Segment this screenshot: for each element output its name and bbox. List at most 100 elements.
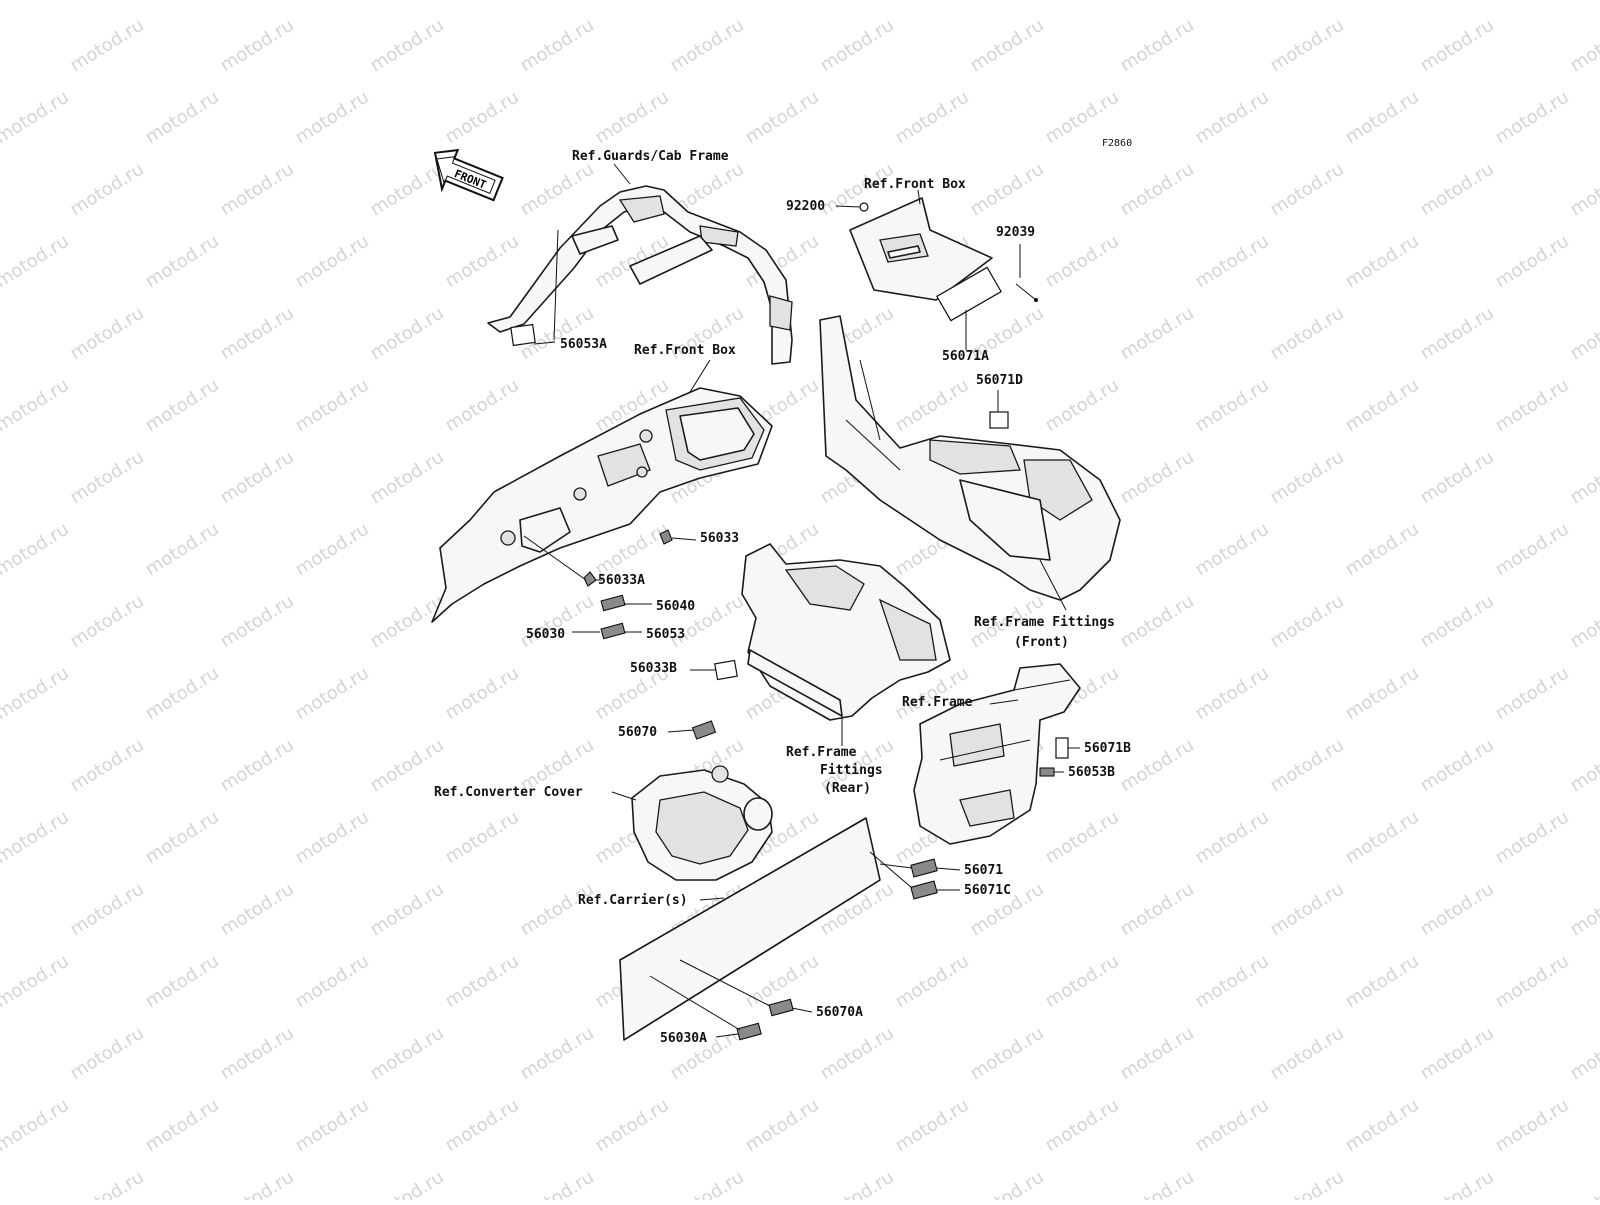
watermark-text: motod.ru xyxy=(142,231,223,293)
watermark-text: motod.ru xyxy=(1117,15,1198,77)
frame-fittings-front-drawing xyxy=(819,315,1121,601)
watermark-text: motod.ru xyxy=(1567,591,1600,653)
decal-56071A xyxy=(936,266,1002,322)
watermark-text: motod.ru xyxy=(1417,1167,1498,1200)
ref-frame-fittings-rear-2: Fittings xyxy=(820,763,883,778)
watermark-text: motod.ru xyxy=(592,1095,673,1157)
watermark-text: motod.ru xyxy=(1042,807,1123,869)
watermark-text: motod.ru xyxy=(292,951,373,1013)
watermark-text: motod.ru xyxy=(442,375,523,437)
watermark-text: motod.ru xyxy=(742,87,823,149)
watermark-text: motod.ru xyxy=(667,15,748,77)
watermark-text: motod.ru xyxy=(1342,951,1423,1013)
watermark-text: motod.ru xyxy=(1342,87,1423,149)
watermark-text: motod.ru xyxy=(1342,0,1423,4)
watermark-text: motod.ru xyxy=(1192,519,1273,581)
watermark-text: motod.ru xyxy=(1192,375,1273,437)
watermark-text: motod.ru xyxy=(667,1167,748,1200)
decal-56071B xyxy=(1055,737,1069,759)
watermark-text: motod.ru xyxy=(1342,1095,1423,1157)
watermark-text: motod.ru xyxy=(367,447,448,509)
watermark-text: motod.ru xyxy=(1192,231,1273,293)
watermark-text: motod.ru xyxy=(0,87,73,149)
watermark-text: motod.ru xyxy=(1342,807,1423,869)
watermark-text: motod.ru xyxy=(292,0,373,4)
decal-56040 xyxy=(600,594,626,612)
watermark-text: motod.ru xyxy=(367,15,448,77)
watermark-text: motod.ru xyxy=(142,519,223,581)
part-56030: 56030 xyxy=(526,627,565,642)
watermark-text: motod.ru xyxy=(592,87,673,149)
watermark-text: motod.ru xyxy=(217,15,298,77)
watermark-text: motod.ru xyxy=(892,0,973,4)
watermark-text: motod.ru xyxy=(217,1023,298,1085)
watermark-text: motod.ru xyxy=(1492,231,1573,293)
watermark-text: motod.ru xyxy=(142,0,223,4)
watermark-text: motod.ru xyxy=(67,303,148,365)
watermark-text: motod.ru xyxy=(1192,951,1273,1013)
front-panel-drawing xyxy=(431,387,773,623)
watermark-text: motod.ru xyxy=(442,663,523,725)
ref-frame-fittings-front-2: (Front) xyxy=(1014,635,1069,650)
watermark-text: motod.ru xyxy=(817,15,898,77)
decal-56070 xyxy=(691,720,717,740)
watermark-text: motod.ru xyxy=(142,951,223,1013)
watermark-text: motod.ru xyxy=(217,879,298,941)
watermark-text: motod.ru xyxy=(1417,591,1498,653)
watermark-text: motod.ru xyxy=(1267,303,1348,365)
watermark-text: motod.ru xyxy=(892,375,973,437)
watermark-text: motod.ru xyxy=(1567,735,1600,797)
watermark-text: motod.ru xyxy=(1267,1167,1348,1200)
watermark-text: motod.ru xyxy=(67,15,148,77)
watermark-text: motod.ru xyxy=(1192,0,1273,4)
watermark-text: motod.ru xyxy=(1042,951,1123,1013)
ref-guards-cab-frame: Ref.Guards/Cab Frame xyxy=(572,149,729,164)
watermark-text: motod.ru xyxy=(367,159,448,221)
watermark-text: motod.ru xyxy=(67,735,148,797)
watermark-text: motod.ru xyxy=(1192,663,1273,725)
ref-frame-fittings-rear-1: Ref.Frame xyxy=(786,745,857,760)
watermark-text: motod.ru xyxy=(742,0,823,4)
watermark-text: motod.ru xyxy=(0,807,73,869)
clip-56033 xyxy=(659,529,673,545)
watermark-text: motod.ru xyxy=(967,1023,1048,1085)
decal-56053 xyxy=(600,622,626,640)
watermark-text: motod.ru xyxy=(1267,159,1348,221)
watermark-text: motod.ru xyxy=(1567,447,1600,509)
cab-frame-drawing xyxy=(487,185,793,365)
decal-56071C xyxy=(910,880,938,900)
watermark-text: motod.ru xyxy=(0,231,73,293)
watermark-text: motod.ru xyxy=(1042,231,1123,293)
part-56071A: 56071A xyxy=(942,349,989,364)
watermark-text: motod.ru xyxy=(817,1023,898,1085)
part-92200: 92200 xyxy=(786,199,825,214)
watermark-text: motod.ru xyxy=(1567,1167,1600,1200)
watermark-text: motod.ru xyxy=(67,447,148,509)
watermark-text: motod.ru xyxy=(967,15,1048,77)
watermark-text: motod.ru xyxy=(1567,1023,1600,1085)
diagram-code: F2860 xyxy=(1102,138,1132,149)
watermark-text: motod.ru xyxy=(1492,0,1573,4)
watermark-text: motod.ru xyxy=(967,1167,1048,1200)
part-56030A: 56030A xyxy=(660,1031,707,1046)
watermark-text: motod.ru xyxy=(1492,519,1573,581)
watermark-text: motod.ru xyxy=(1267,735,1348,797)
ref-frame: Ref.Frame xyxy=(902,695,973,710)
part-labels: Ref.Guards/Cab Frame Ref.Front Box 92200… xyxy=(434,149,1131,1046)
watermark-text: motod.ru xyxy=(217,735,298,797)
watermark-text: motod.ru xyxy=(1117,591,1198,653)
watermark-text: motod.ru xyxy=(892,87,973,149)
watermark-text: motod.ru xyxy=(0,0,73,4)
watermark-text: motod.ru xyxy=(517,1023,598,1085)
watermark-text: motod.ru xyxy=(1117,1167,1198,1200)
part-56033A: 56033A xyxy=(598,573,645,588)
watermark-text: motod.ru xyxy=(1267,447,1348,509)
watermark-text: motod.ru xyxy=(142,1095,223,1157)
watermark-text: motod.ru xyxy=(1567,879,1600,941)
part-56053: 56053 xyxy=(646,627,685,642)
watermark-text: motod.ru xyxy=(1117,159,1198,221)
watermark-text: motod.ru xyxy=(1267,591,1348,653)
watermark-text: motod.ru xyxy=(292,519,373,581)
watermark-text: motod.ru xyxy=(892,951,973,1013)
part-56040: 56040 xyxy=(656,599,695,614)
